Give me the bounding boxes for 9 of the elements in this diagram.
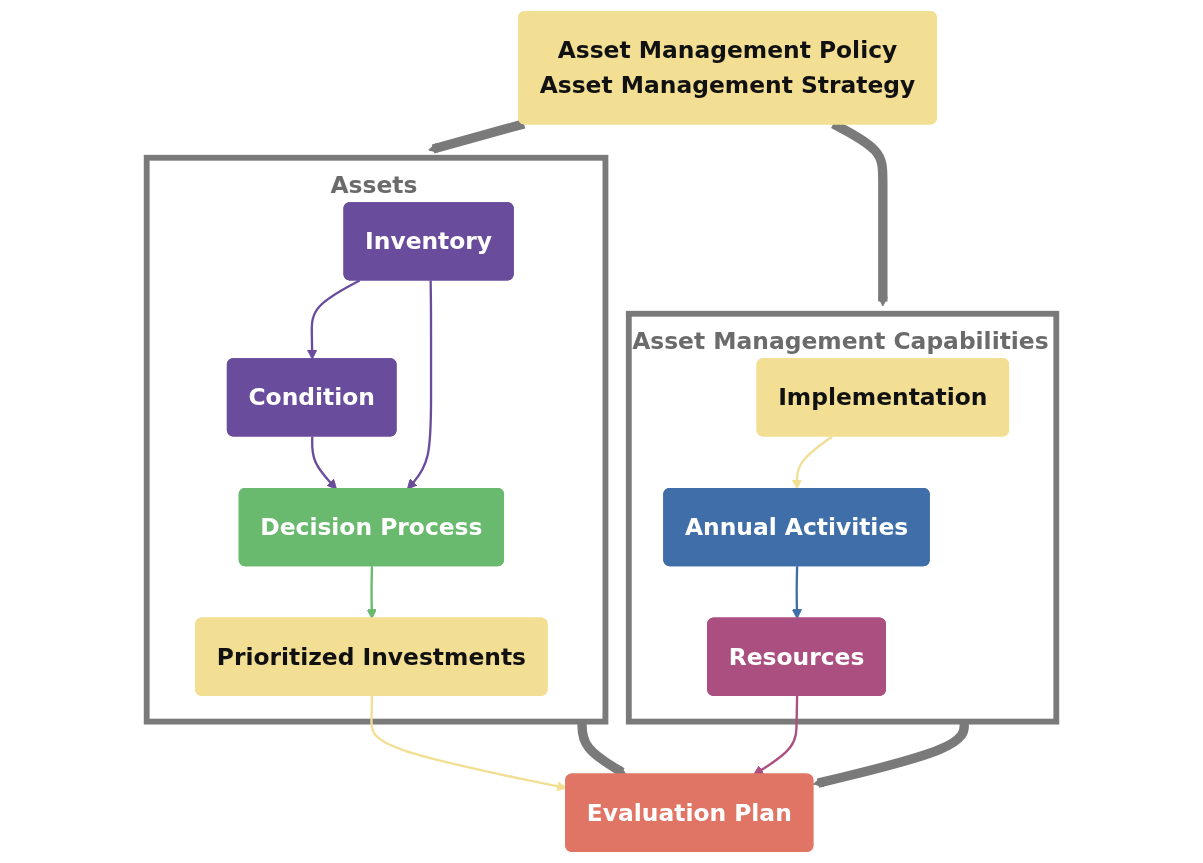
arrow <box>791 435 833 490</box>
arrow <box>306 279 361 360</box>
arrow <box>791 566 803 620</box>
arrow <box>812 721 969 788</box>
arrow <box>366 566 377 620</box>
arrow <box>753 695 799 776</box>
arrow <box>311 436 337 490</box>
arrow <box>428 119 526 154</box>
arrow <box>406 280 433 490</box>
